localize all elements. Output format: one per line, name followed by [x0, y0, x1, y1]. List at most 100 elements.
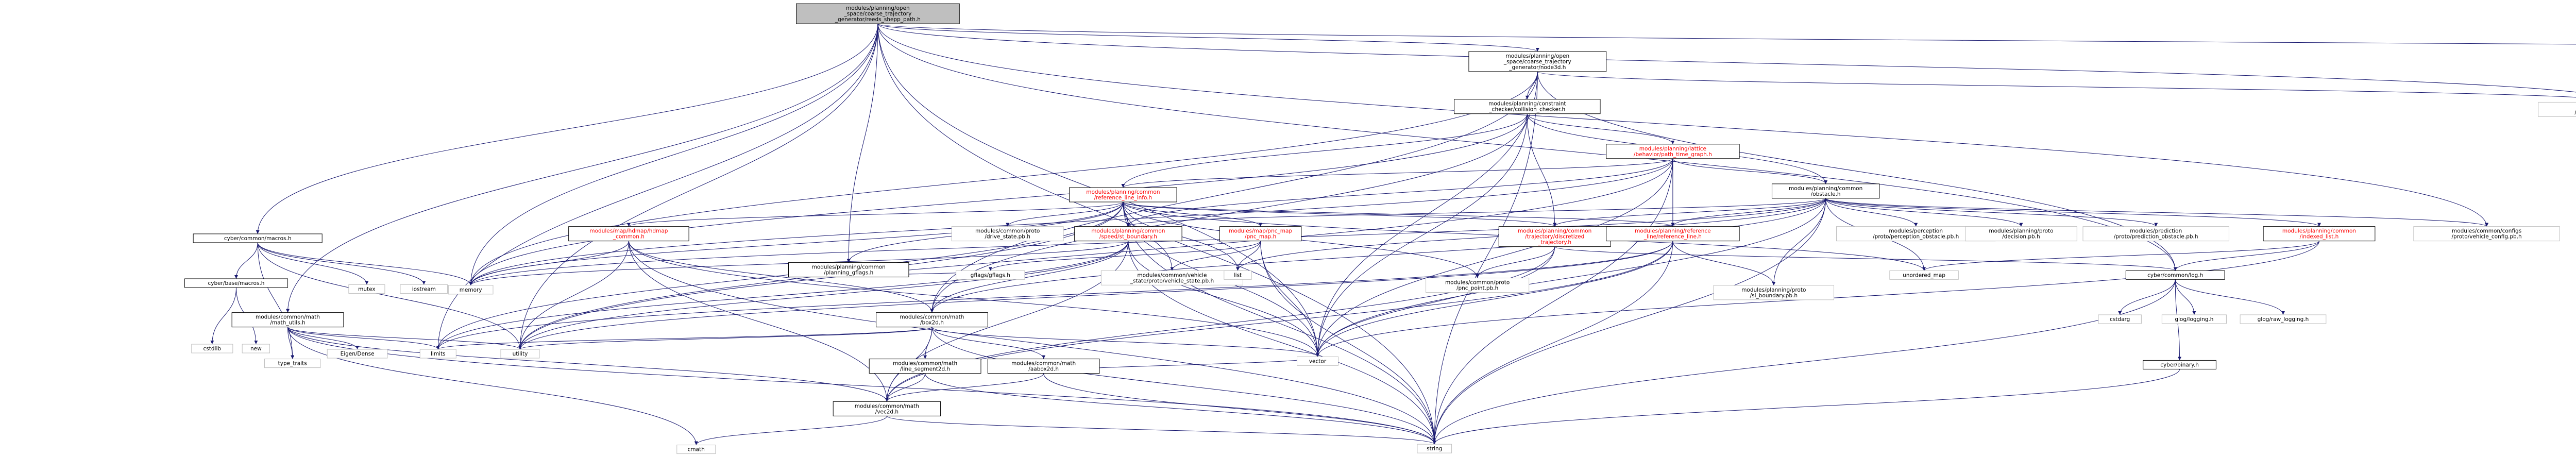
node-discretized-trajectory[interactable]: modules/planning/common/trajectory/discr…: [1498, 226, 1611, 247]
edge-root-to-limits: [436, 24, 878, 350]
edge-hdmap-common-to-string: [628, 241, 1436, 445]
node-label: gflags/gflags.h: [971, 272, 1010, 278]
node-planning-gflags[interactable]: modules/planning/common/planning_gflags.…: [788, 262, 909, 278]
node-label: modules/planning/constraint: [1488, 101, 1566, 107]
node-label: modules/planning/common: [1091, 228, 1165, 234]
node-box: [1219, 226, 1302, 242]
edge-obstacle-to-discretized-trajectory: [1553, 198, 1826, 227]
edge-root-to-node3d: [877, 23, 1539, 52]
edge-obstacle-to-string: [1432, 198, 1826, 445]
node-label: /reference_line_info.h: [1094, 195, 1153, 201]
node-label: /behavior/path_time_graph.h: [1634, 151, 1712, 158]
node-cyber-macros[interactable]: cyber/common/macros.h: [193, 233, 323, 243]
node-pnc-map[interactable]: modules/map/pnc_map/pnc_map.h: [1219, 226, 1302, 242]
edge-cyber-macros-to-mutex: [257, 242, 369, 285]
edge-collision-checker-to-memory: [469, 113, 1528, 285]
node-collision-checker[interactable]: modules/planning/constraint_checker/coll…: [1454, 99, 1601, 114]
edge-collision-checker-to-reference-line-info: [1121, 113, 1528, 188]
node-root[interactable]: modules/planning/open_space/coarse_traje…: [796, 3, 960, 24]
node-label: _line/reference_line.h: [1643, 234, 1702, 240]
node-box: [500, 349, 540, 359]
node-utility: utility: [500, 349, 540, 359]
node-box: [327, 349, 388, 359]
node-path-time-graph[interactable]: modules/planning/lattice/behavior/path_t…: [1606, 144, 1740, 159]
node-label: /obstacle.h: [1811, 191, 1841, 197]
node-label: cstdarg: [2110, 316, 2130, 323]
node-label: /sl_boundary.pb.h: [1750, 293, 1798, 299]
node-box: [1417, 444, 1452, 453]
node-box: [956, 270, 1025, 280]
node-label: _state/proto/vehicle_state.pb.h: [1130, 278, 1214, 284]
edge-speedlimit-to-vector: [1128, 241, 1319, 357]
edge-math-utils-to-type-traits: [287, 327, 295, 359]
node-label: _space/coarse_trajectory: [1503, 59, 1571, 65]
edge-obstacle-to-perception-obstacle: [1825, 198, 1918, 227]
node-label: /proto/prediction_obstacle.pb.h: [2114, 234, 2198, 240]
node-speedlimit[interactable]: modules/planning/common/speed/st_boundar…: [1074, 226, 1182, 242]
node-label: mutex: [358, 286, 376, 292]
node-label: /planner_open_space_config.pb.h: [2574, 109, 2576, 115]
node-box: [193, 233, 323, 243]
node-box2d[interactable]: modules/common/math/box2d.h: [876, 312, 988, 328]
node-label: modules/common/configs: [2452, 228, 2521, 234]
node-hdmap-common[interactable]: modules/map/hdmap/hdmap_common.h: [568, 226, 689, 242]
node-label: _checker/collision_checker.h: [1488, 107, 1565, 113]
node-prediction-obstacle: modules/prediction/proto/prediction_obst…: [2082, 226, 2229, 242]
node-type-traits: type_traits: [264, 359, 321, 368]
node-label: type_traits: [278, 361, 307, 367]
edge-root-to-planner-open-space-config: [877, 24, 2576, 93]
node-box: [2263, 226, 2376, 242]
node-node3d[interactable]: modules/planning/open_space/coarse_traje…: [1468, 51, 1607, 72]
edge-discretized-trajectory-to-cyber-log: [1554, 246, 2177, 271]
node-cyber-base-macros[interactable]: cyber/base/macros.h: [184, 278, 289, 288]
node-cyber-binary[interactable]: cyber/binary.h: [2143, 360, 2216, 369]
node-box: [2082, 226, 2229, 242]
edge-cyber-binary-to-string: [1432, 369, 2180, 445]
node-cyber-log[interactable]: cyber/common/log.h: [2125, 270, 2225, 280]
edge-root-to-memory: [469, 24, 878, 285]
edge-ref-line-to-vector: [1316, 241, 1673, 357]
edge-root-to-omp: [877, 23, 2576, 45]
node-label: iostream: [412, 286, 436, 292]
node-aabox2d[interactable]: modules/common/math/aabox2d.h: [987, 359, 1100, 374]
node-label: modules/map/pnc_map: [1229, 228, 1292, 234]
node-vec2d[interactable]: modules/common/math/vec2d.h: [833, 401, 941, 416]
node-box: [1454, 99, 1601, 114]
edge-reference-line-info-to-ref-line: [1123, 201, 1675, 227]
node-box: [1889, 270, 1959, 280]
node-drive-state: modules/common/proto/drive_state.pb.h: [951, 226, 1064, 242]
node-box: [1771, 183, 1880, 199]
edge-node3d-to-string: [1432, 71, 1538, 445]
node-label: modules/planning/common: [2282, 228, 2356, 234]
node-label: /planning_gflags.h: [824, 270, 873, 276]
edge-path-time-graph-to-utility: [518, 158, 1673, 350]
node-box: [184, 278, 289, 288]
node-label: /speed/st_boundary.h: [1099, 234, 1157, 240]
node-box: [1498, 226, 1611, 247]
node-label: limits: [431, 351, 446, 357]
node-reference-line-info[interactable]: modules/planning/common/reference_line_i…: [1069, 187, 1177, 202]
edge-path-time-graph-to-memory: [469, 158, 1673, 285]
node-vehicle-config: modules/common/configs/proto/vehicle_con…: [2413, 226, 2560, 242]
edge-cyber-log-to-glog-logging: [2175, 279, 2196, 315]
node-box: [2538, 102, 2576, 117]
node-limits: limits: [419, 349, 456, 359]
node-label: memory: [460, 287, 482, 293]
node-label: glog/logging.h: [2175, 316, 2213, 323]
node-obstacle[interactable]: modules/planning/common/obstacle.h: [1771, 183, 1880, 199]
node-box: [788, 262, 909, 278]
edge-root-to-math-utils: [286, 24, 878, 313]
node-label: utility: [513, 351, 528, 357]
node-box: [191, 344, 233, 353]
edge-pnc-map-to-vehicle-state: [1170, 241, 1261, 271]
node-math-utils[interactable]: modules/common/math/math_utils.h: [231, 312, 344, 328]
node-label: modules/common/math: [893, 361, 957, 367]
edge-ref-line-to-string: [1432, 241, 1673, 445]
node-line-segment2d[interactable]: modules/common/math/line_segment2d.h: [869, 359, 981, 374]
node-indexed-list[interactable]: modules/planning/common/indexed_list.h: [2263, 226, 2376, 242]
node-box: [419, 349, 456, 359]
node-cstdlib: cstdlib: [191, 344, 233, 353]
node-ref-line[interactable]: modules/planning/reference_line/referenc…: [1606, 226, 1740, 242]
edge-line-segment2d-to-string: [925, 373, 1436, 445]
node-box: [1965, 226, 2077, 242]
